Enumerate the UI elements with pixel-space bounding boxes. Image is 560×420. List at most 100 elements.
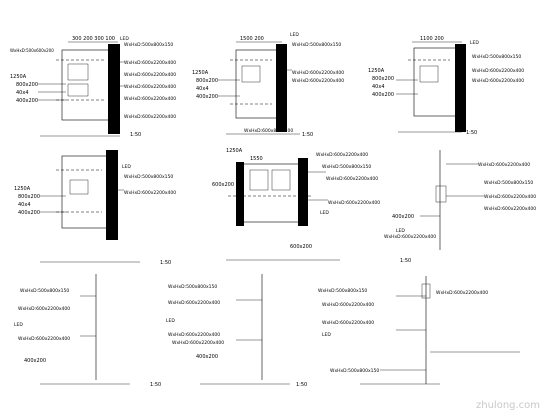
d7-whd-b: WxHxD:600x2200x400 [18,336,70,342]
d6-box [435,185,447,203]
d4-800: 800x200 [18,194,40,200]
d3-wall [455,44,466,132]
d9-whd-c: WxHxD:500x800x150 [330,368,379,374]
d2-400: 400x200 [196,94,218,100]
d1-whd-d: WxHxD:600x2200x400 [124,96,176,102]
detail-1: 300 200 300 100 WxHxD:500x600x200 LED Wx… [10,36,176,138]
d1-cabinet [67,63,89,81]
d5-wall-right [298,158,308,226]
watermark: zhulong.com [476,400,540,411]
d3-400: 400x200 [372,92,394,98]
d3-800: 800x200 [372,76,394,82]
d5-whd-top: WxHxD:600x2200x400 [316,152,368,158]
d4-cabinet [69,179,89,195]
d5-whd-mid: WxHxD:500x800x150 [322,164,371,170]
detail-8: WxHxD:500x800x150 WxHxD:600x2200x400 LED… [166,274,307,388]
d1-whd-c: WxHxD:600x2200x400 [124,84,176,90]
d4-whd-a: WxHxD:600x2200x400 [124,190,176,196]
d4-whd-top: WxHxD:500x800x150 [124,174,173,180]
detail-5: 1250A 1550 600x200 WxHxD:600x2200x400 Wx… [212,148,436,264]
d9-whd-right: WxHxD:600x2200x400 [436,290,488,296]
d6-whd-a: WxHxD:600x2200x400 [484,194,536,200]
d5-scale: 1:50 [400,258,411,264]
d8-led: LED [166,318,175,324]
d7-scale: 1:50 [150,382,161,388]
d3-40: 40x4 [372,84,385,90]
d6-whd-b: WxHxD:600x2200x400 [484,206,536,212]
d5-1250: 1250A [226,148,243,154]
detail-3: 1100 200 LED WxHxD:500x800x150 WxHxD:600… [368,36,524,136]
d8-whd-b: WxHxD:600x2200x400 [168,332,220,338]
d1-40: 40x4 [16,90,29,96]
d1-1250: 1250A [10,74,27,80]
d5-room [239,163,303,223]
d5-whd-a: WxHxD:600x2200x400 [326,176,378,182]
d4-wall [106,150,118,240]
d9-whd-top: WxHxD:500x800x150 [318,288,367,294]
d2-scale: 1:50 [302,132,313,138]
d6-whd-top: WxHxD:600x2200x400 [478,162,530,168]
d1-whd-a: WxHxD:600x2200x400 [124,60,176,66]
d2-whd-top: WxHxD:500x800x150 [292,42,341,48]
d3-dims: 1100 200 [420,36,444,42]
detail-7: WxHxD:500x800x150 WxHxD:600x2200x400 LED… [14,274,161,388]
d3-whd-a: WxHxD:600x2200x400 [472,68,524,74]
d1-400: 400x200 [16,98,38,104]
d3-cabinet [419,65,439,83]
d6-400: 400x200 [392,214,414,220]
d8-whd-top: WxHxD:500x800x150 [168,284,217,290]
d1-whd-b: WxHxD:600x2200x400 [124,72,176,78]
detail-2: 1500 200 LED WxHxD:500x800x150 WxHxD:600… [192,32,344,138]
d5-1550: 1550 [250,156,263,162]
detail-9: WxHxD:500x800x150 WxHxD:600x2200x400 WxH… [318,276,520,385]
d6-led: LED [396,228,405,234]
d2-cabinet [241,65,261,83]
d1-cabinet-2 [67,83,89,97]
d5-wall-left [236,162,244,226]
d2-dims: 1500 200 [240,36,264,42]
d1-wall [108,44,120,134]
d5-600b: 600x200 [290,244,312,250]
d1-whd-bottom: WxHxD:600x2200x400 [124,114,176,120]
d9-whd-a: WxHxD:600x2200x400 [322,302,374,308]
d2-40: 40x4 [196,86,209,92]
d1-scale: 1:50 [130,132,141,138]
d8-scale: 1:50 [296,382,307,388]
d1-whd-top: WxHxD:500x800x150 [124,42,173,48]
d3-scale: 1:50 [466,130,477,136]
d7-400: 400x200 [24,358,46,364]
d6-whd-mid: WxHxD:500x800x150 [484,180,533,186]
d5-cabinet [249,169,269,191]
d1-800: 800x200 [16,82,38,88]
d4-room [61,155,111,229]
d2-whd-bottom: WxHxD:600x800x200 [244,128,293,134]
d3-1250: 1250A [368,68,385,74]
d2-led: LED [290,32,299,38]
d1-dims: 300 200 300 100 [72,36,115,42]
d5-whd-c: WxHxD:600x2200x400 [384,234,436,240]
d2-800: 800x200 [196,78,218,84]
d4-led: LED [122,164,131,170]
d3-whd-top: WxHxD:500x800x150 [472,54,521,60]
d3-whd-b: WxHxD:600x2200x400 [472,78,524,84]
detail-4: LED WxHxD:500x800x150 WxHxD:600x2200x400… [14,150,176,266]
d5-led: LED [320,210,329,216]
d1-left-whd: WxHxD:500x600x200 [10,48,54,53]
d4-1250: 1250A [14,186,31,192]
d5-cabinet-2 [271,169,291,191]
d2-whd-b: WxHxD:600x2200x400 [292,78,344,84]
d7-whd-a: WxHxD:600x2200x400 [18,306,70,312]
d9-led: LED [322,332,331,338]
d8-whd-a: WxHxD:600x2200x400 [168,300,220,306]
d1-room [61,49,113,121]
d2-1250: 1250A [192,70,209,76]
d4-40: 40x4 [18,202,31,208]
d7-whd-top: WxHxD:500x800x150 [20,288,69,294]
d5-600: 600x200 [212,182,234,188]
d2-whd-a: WxHxD:600x2200x400 [292,70,344,76]
d2-wall [276,44,287,132]
d8-whd-c: WxHxD:600x2200x400 [172,340,224,346]
detail-6: WxHxD:600x2200x400 WxHxD:500x800x150 WxH… [392,150,536,250]
